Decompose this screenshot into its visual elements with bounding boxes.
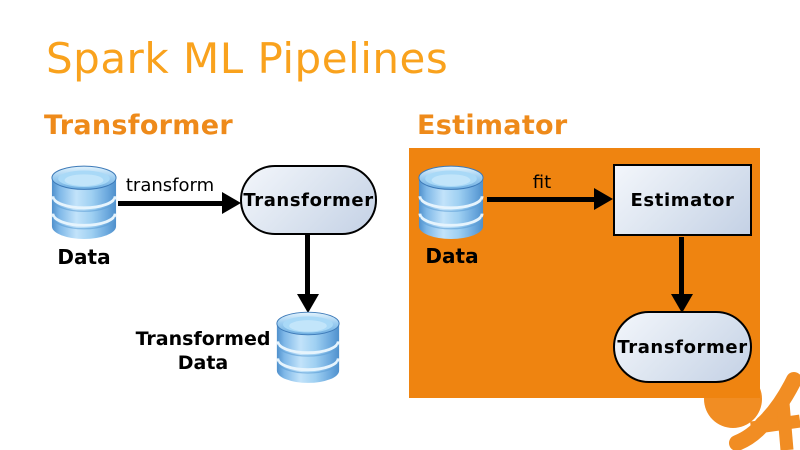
fitted-transformer-node: Transformer xyxy=(613,311,752,383)
arrow-down-icon xyxy=(671,294,693,313)
transformer-node-label: Transformer xyxy=(243,189,374,211)
data-label: Data xyxy=(425,244,479,268)
output-arrow xyxy=(305,234,310,296)
arrow-right-icon xyxy=(222,192,241,214)
database-icon xyxy=(417,164,485,242)
fitted-transformer-node-label: Transformer xyxy=(617,336,748,358)
transform-arrow-label: transform xyxy=(125,175,215,196)
database-icon xyxy=(275,310,341,386)
estimator-panel: Data fit Estimator Transformer xyxy=(409,148,760,398)
estimator-node: Estimator xyxy=(613,164,752,236)
data-label: Data xyxy=(57,245,111,269)
arrow-down-icon xyxy=(297,294,319,313)
arrow-right-icon xyxy=(594,188,613,210)
transformer-node: Transformer xyxy=(240,165,377,235)
page-title: Spark ML Pipelines xyxy=(46,34,449,83)
transform-arrow xyxy=(118,201,224,206)
database-icon xyxy=(50,164,118,242)
estimator-node-label: Estimator xyxy=(630,189,735,211)
estimator-section-heading: Estimator xyxy=(417,110,568,141)
fit-arrow xyxy=(487,197,596,202)
estimator-output-arrow xyxy=(679,237,684,294)
transformed-data-label: Transformed Data xyxy=(135,328,271,374)
transformer-section-heading: Transformer xyxy=(44,110,233,141)
fit-arrow-label: fit xyxy=(532,172,552,193)
